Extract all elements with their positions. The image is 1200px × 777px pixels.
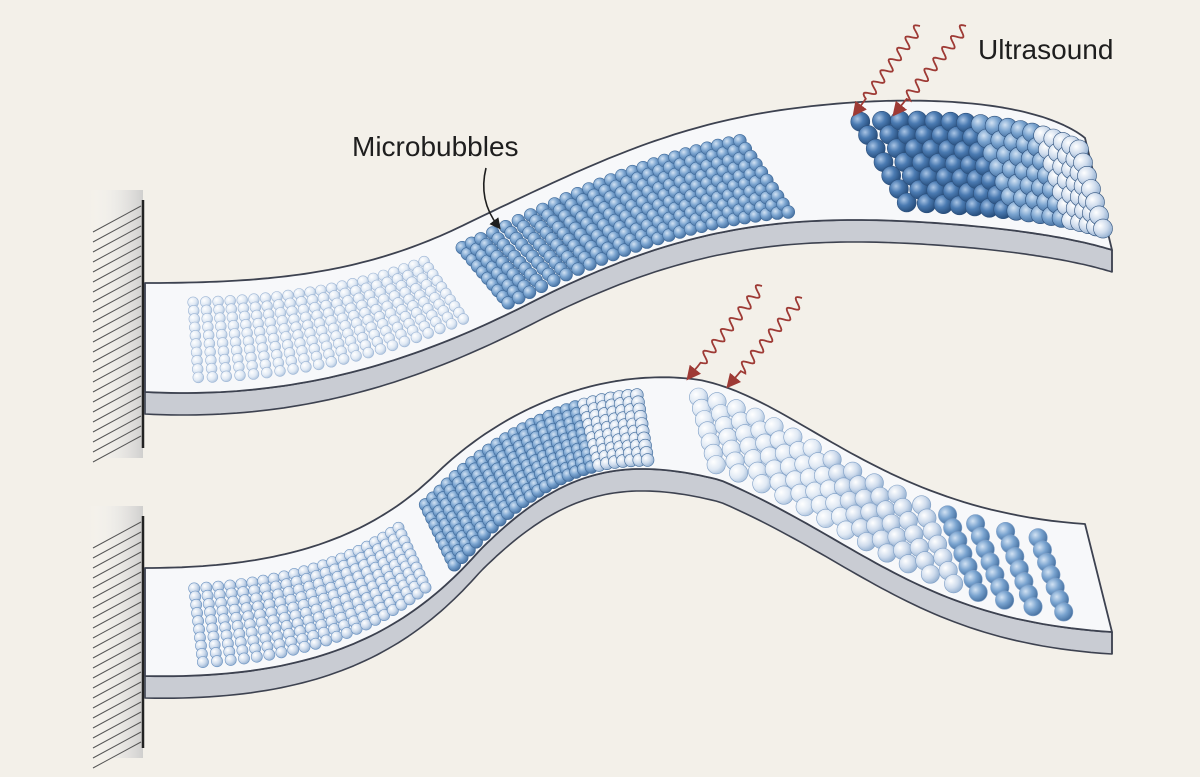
- microbubble: [752, 474, 772, 494]
- microbubble: [350, 350, 362, 362]
- microbubble: [374, 343, 387, 355]
- microbubble: [362, 346, 374, 359]
- microbubble: [224, 654, 237, 666]
- microbubble: [583, 257, 597, 271]
- microbubble: [398, 335, 411, 348]
- microbubble: [419, 581, 432, 594]
- microbubbles-label: Microbubbles: [352, 131, 519, 162]
- microbubble: [313, 358, 325, 371]
- microbubble: [434, 322, 446, 335]
- microbubble: [330, 630, 343, 643]
- ultrasound-waves: [686, 24, 967, 389]
- microbubble: [522, 285, 537, 299]
- microbubble: [275, 646, 288, 659]
- microbubble: [338, 353, 350, 365]
- microbubble: [340, 627, 353, 639]
- hatched-wall-icon: [88, 506, 145, 769]
- microbubble: [325, 356, 337, 368]
- microbubble: [261, 366, 273, 379]
- microbubble: [534, 279, 549, 293]
- flexible-strip-bottom: [144, 376, 1113, 699]
- microbubble: [206, 371, 219, 383]
- microbubble: [706, 455, 726, 475]
- microbubble: [1023, 597, 1043, 617]
- microbubbles-pointer: [482, 167, 501, 230]
- microbubble: [238, 652, 250, 665]
- microbubble: [594, 252, 609, 266]
- microbubble: [309, 637, 322, 650]
- microbubble: [211, 655, 223, 668]
- flexible-strip-top: [144, 99, 1113, 416]
- microbubble: [411, 587, 424, 600]
- microbubble: [457, 313, 469, 325]
- microbubble: [571, 262, 585, 276]
- microbubble: [386, 604, 399, 616]
- microbubble: [247, 368, 260, 380]
- wavy-arrow-icon: [892, 24, 967, 117]
- microbubble: [920, 564, 940, 584]
- microbubble: [395, 598, 408, 611]
- wavy-arrow-icon: [686, 284, 763, 381]
- microbubble: [403, 593, 416, 606]
- microbubble: [386, 339, 399, 352]
- microbubble: [1093, 218, 1113, 239]
- microbubble: [287, 643, 300, 656]
- microbubble: [729, 463, 749, 483]
- microbubble: [250, 650, 263, 663]
- microbubble: [320, 634, 333, 647]
- microbubble: [410, 331, 423, 344]
- microbubble: [263, 648, 276, 661]
- microbubble: [287, 363, 299, 375]
- microbubble: [781, 205, 795, 219]
- microbubble: [274, 365, 286, 377]
- microbubble: [995, 590, 1015, 610]
- ultrasound-label: Ultrasound: [978, 34, 1114, 65]
- microbubble: [1054, 602, 1074, 622]
- microbubble: [196, 656, 209, 668]
- microbubble: [445, 318, 458, 330]
- microbubble: [512, 290, 526, 305]
- microbubble: [234, 369, 246, 381]
- microbubble: [547, 273, 561, 287]
- microbubble: [640, 453, 655, 467]
- microbubble: [944, 574, 964, 594]
- microbubble: [774, 485, 794, 505]
- microbubble: [968, 582, 988, 602]
- microbubble: [896, 192, 917, 213]
- wavy-arrow-icon: [852, 24, 921, 117]
- microbubble: [300, 361, 312, 373]
- wavy-arrow-icon: [726, 296, 803, 389]
- microbubble: [220, 370, 233, 382]
- microbubble: [192, 371, 205, 384]
- hatched-wall-icon: [88, 190, 145, 463]
- microbubble: [298, 641, 311, 653]
- microbubble: [559, 267, 573, 282]
- microbubble: [422, 327, 434, 339]
- microbubble: [898, 554, 918, 574]
